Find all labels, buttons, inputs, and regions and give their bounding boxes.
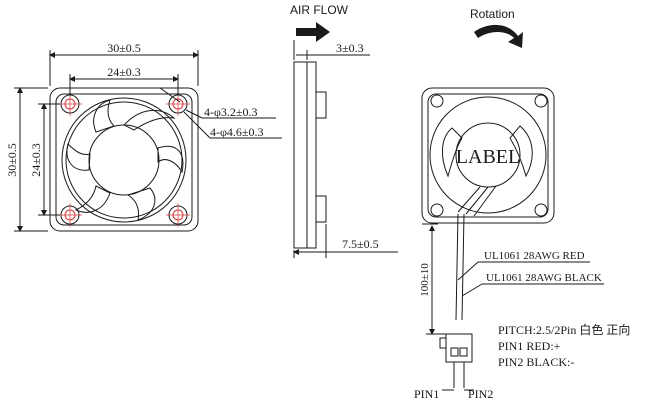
- air-flow-label: AIR FLOW: [290, 3, 349, 17]
- dim-hole-spacing-v: 24±0.3: [29, 143, 43, 177]
- pin2-description: PIN2 BLACK:-: [498, 355, 574, 369]
- front-view: [14, 50, 282, 232]
- front-frame-outline: [49, 87, 199, 232]
- rear-frame-outline: [421, 87, 555, 224]
- rear-frame-inner: [427, 93, 549, 218]
- rotation-label: Rotation: [470, 7, 515, 21]
- front-fan-ring: [61, 97, 187, 223]
- side-hub-top: [315, 91, 327, 119]
- wire-red: [455, 213, 459, 321]
- hole-callout-2: 4-φ4.6±0.3: [210, 125, 264, 139]
- front-frame-inner: [55, 93, 193, 226]
- air-flow-arrow: [296, 22, 330, 42]
- pin1-label: PIN1: [414, 387, 439, 401]
- dim-overall-width: 30±0.5: [107, 41, 141, 55]
- fan-label-text: LABEL: [456, 146, 520, 168]
- dim-lead-length: 100±10: [419, 263, 431, 297]
- wire-black: [461, 213, 465, 321]
- side-view: [293, 40, 398, 258]
- dim-overall-height: 30±0.5: [5, 143, 19, 177]
- dim-total-thickness: 7.5±0.5: [342, 237, 379, 251]
- pin1-description: PIN1 RED:+: [498, 339, 561, 353]
- rotation-arrow: [474, 24, 523, 48]
- rear-blade-1: [442, 127, 463, 178]
- rear-blade-2: [509, 125, 533, 178]
- rear-view: [421, 87, 604, 391]
- wire-red-label: UL1061 28AWG RED: [484, 250, 585, 262]
- front-blades: [66, 99, 184, 221]
- connector-latch: [439, 337, 447, 349]
- rear-struts: [457, 185, 497, 217]
- front-fan-ring-inner: [65, 101, 183, 219]
- connector-body: [445, 333, 473, 363]
- side-flange-rear: [306, 61, 317, 249]
- dim-hole-spacing-h: 24±0.3: [107, 65, 141, 79]
- connector-pitch: PITCH:2.5/2Pin 白色 正向: [498, 322, 630, 337]
- dim-flange-thickness: 3±0.3: [336, 41, 364, 55]
- wire-black-label: UL1061 28AWG BLACK: [486, 272, 602, 284]
- side-hub-bottom: [315, 195, 327, 223]
- pin2-label: PIN2: [468, 387, 493, 401]
- front-hub: [88, 124, 160, 196]
- hole-callout-1: 4-φ3.2±0.3: [204, 105, 258, 119]
- front-centerlines: [58, 92, 190, 227]
- side-flange-front: [293, 61, 308, 249]
- rear-fan-ring: [429, 96, 547, 214]
